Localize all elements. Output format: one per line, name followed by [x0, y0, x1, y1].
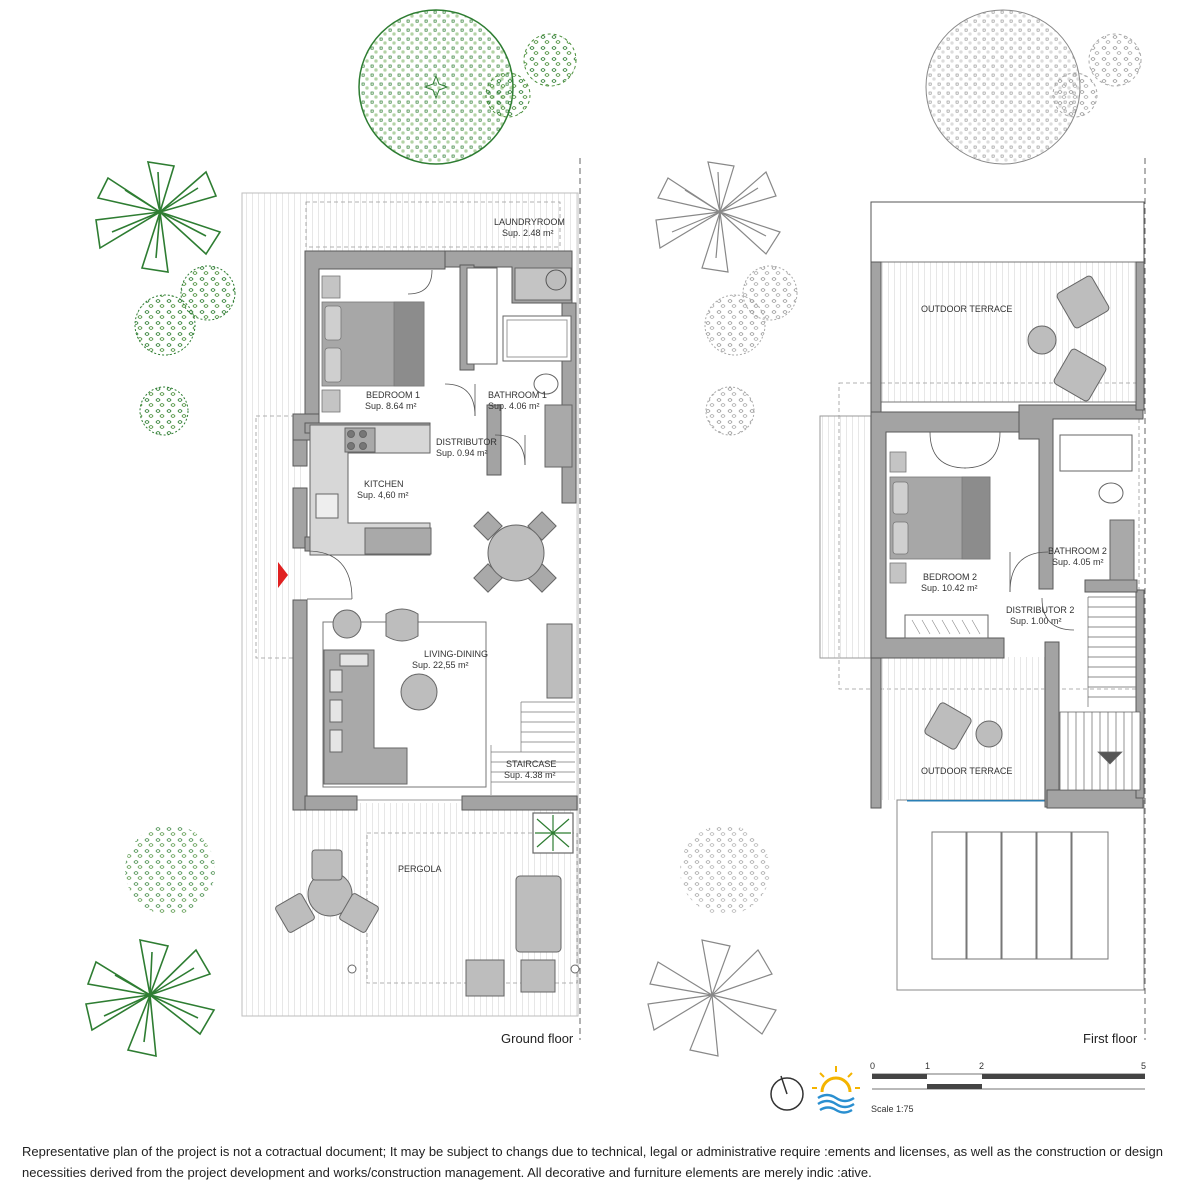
area-bathroom-2: Sup. 4.05 m²: [1052, 557, 1104, 567]
palm-tree-icon: [85, 938, 216, 1058]
palm-tree-icon: [647, 161, 781, 1057]
area-bedroom-1: Sup. 8.64 m²: [365, 401, 417, 411]
label-bathroom-1: BATHROOM 1: [488, 390, 547, 400]
area-distributor-2: Sup. 1.00 m²: [1010, 616, 1062, 626]
kitchen-counter: [309, 424, 432, 556]
scale-tick-0: 0: [870, 1061, 875, 1071]
scale-label: Scale 1:75: [871, 1104, 914, 1114]
first-floor-title: First floor: [1083, 1031, 1138, 1046]
label-staircase: STAIRCASE: [506, 759, 556, 769]
sun-sea-logo-icon: [812, 1066, 860, 1114]
wardrobe-2: [904, 614, 989, 639]
ground-doors: [306, 269, 526, 801]
label-pergola: PERGOLA: [398, 864, 442, 874]
disclaimer-text: Representative plan of the project is no…: [22, 1141, 1172, 1183]
area-bedroom-2: Sup. 10.42 m²: [921, 583, 978, 593]
area-bathroom-1: Sup. 4.06 m²: [488, 401, 540, 411]
label-bedroom-1: BEDROOM 1: [366, 390, 420, 400]
ground-floor-title: Ground floor: [501, 1031, 574, 1046]
palm-tree-icon: [95, 161, 222, 273]
area-laundryroom: Sup. 2.48 m²: [502, 228, 554, 238]
coffee-table: [400, 673, 438, 711]
bed-2: [889, 451, 991, 584]
disclaimer-line-2: necessities derived from the project dev…: [22, 1165, 872, 1180]
tv-unit: [546, 623, 573, 699]
shower: [502, 315, 572, 362]
disclaimer-line-1: Representative plan of the project is no…: [22, 1144, 1164, 1159]
area-living-dining: Sup. 22,55 m²: [412, 660, 469, 670]
north-arrow-icon: [770, 1075, 804, 1111]
glazing-edge: [907, 800, 1047, 802]
label-distributor: DISTRIBUTOR: [436, 437, 497, 447]
scale-tick-1: 1: [925, 1061, 930, 1071]
dining-table: [473, 511, 557, 593]
area-kitchen: Sup. 4,60 m²: [357, 490, 409, 500]
area-distributor: Sup. 0.94 m²: [436, 448, 488, 458]
tree-canopy-icon: [925, 9, 1142, 165]
area-staircase: Sup. 4.38 m²: [504, 770, 556, 780]
scale-bar: 0 1 2 5 Scale 1:75: [870, 1061, 1146, 1114]
tree-canopy-icon: [358, 9, 577, 165]
label-distributor-2: DISTRIBUTOR 2: [1006, 605, 1074, 615]
first-walls: [870, 261, 1145, 809]
terrace-furniture: [924, 275, 1110, 750]
label-kitchen: KITCHEN: [364, 479, 404, 489]
shrub-icon: [680, 265, 798, 915]
scale-tick-2: 2: [979, 1061, 984, 1071]
scale-tick-5: 5: [1141, 1061, 1146, 1071]
potted-plant-icon: [532, 812, 574, 854]
wardrobe: [466, 267, 498, 365]
bath-sink: [544, 404, 573, 468]
label-living-dining: LIVING-DINING: [424, 649, 488, 659]
label-outdoor-terrace-top: OUTDOOR TERRACE: [921, 304, 1012, 314]
sofa: [323, 649, 408, 785]
staircase-2: [1059, 596, 1141, 791]
label-laundryroom: LAUNDRYROOM: [494, 217, 565, 227]
shrub-icon: [125, 265, 236, 915]
outdoor-furniture: [275, 849, 580, 997]
solar-panels: [931, 831, 1109, 960]
ground-floor-plan: LAUNDRYROOM Sup. 2.48 m² BEDROOM 1 Sup. …: [241, 158, 581, 1046]
entrance-arrow-icon: [278, 562, 288, 588]
armchair: [385, 608, 419, 642]
staircase-steps: [490, 701, 575, 795]
label-bedroom-2: BEDROOM 2: [923, 572, 977, 582]
bed-1: [321, 275, 425, 413]
label-outdoor-terrace-bottom: OUTDOOR TERRACE: [921, 766, 1012, 776]
label-bathroom-2: BATHROOM 2: [1048, 546, 1107, 556]
toilet: [533, 373, 559, 395]
first-floor-plan: OUTDOOR TERRACE BEDROOM 2 Sup. 10.42 m² …: [819, 158, 1146, 1046]
